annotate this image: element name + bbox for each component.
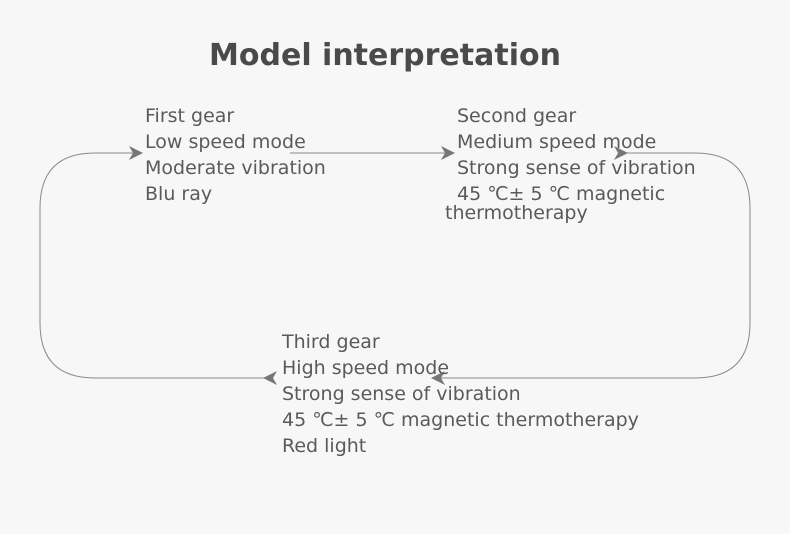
second-gear-speed: Medium speed mode — [457, 131, 657, 153]
loop-left-path — [39, 152, 270, 379]
arrowhead-icon — [263, 371, 277, 385]
second-gear-name: Second gear — [457, 105, 577, 127]
second-gear-block: Second gear Medium speed mode Strong sen… — [445, 103, 696, 226]
first-gear-vibration: Moderate vibration — [145, 157, 326, 179]
second-gear-therapy-line2: thermotherapy — [445, 202, 588, 224]
third-gear-therapy: 45 ℃± 5 ℃ magnetic thermotherapy — [282, 409, 639, 431]
first-gear-speed: Low speed mode — [145, 131, 306, 153]
arrowhead-icon — [614, 146, 628, 160]
first-gear-block: First gear Low speed mode Moderate vibra… — [145, 103, 326, 207]
third-gear-block: Third gear High speed mode Strong sense … — [282, 329, 639, 459]
second-gear-therapy-line1: 45 ℃± 5 ℃ magnetic — [457, 183, 666, 205]
second-gear-vibration: Strong sense of vibration — [457, 157, 696, 179]
arrowhead-icon — [431, 371, 445, 385]
diagram-title: Model interpretation — [209, 38, 561, 73]
loop-right-path — [435, 152, 751, 379]
third-gear-extra: Red light — [282, 435, 367, 457]
arrowhead-icon — [129, 146, 143, 160]
third-gear-name: Third gear — [282, 331, 380, 353]
third-gear-speed: High speed mode — [282, 357, 450, 379]
arrowhead-icon — [441, 146, 455, 160]
third-gear-vibration: Strong sense of vibration — [282, 383, 521, 405]
first-gear-extra: Blu ray — [145, 183, 213, 205]
first-gear-name: First gear — [145, 105, 235, 127]
